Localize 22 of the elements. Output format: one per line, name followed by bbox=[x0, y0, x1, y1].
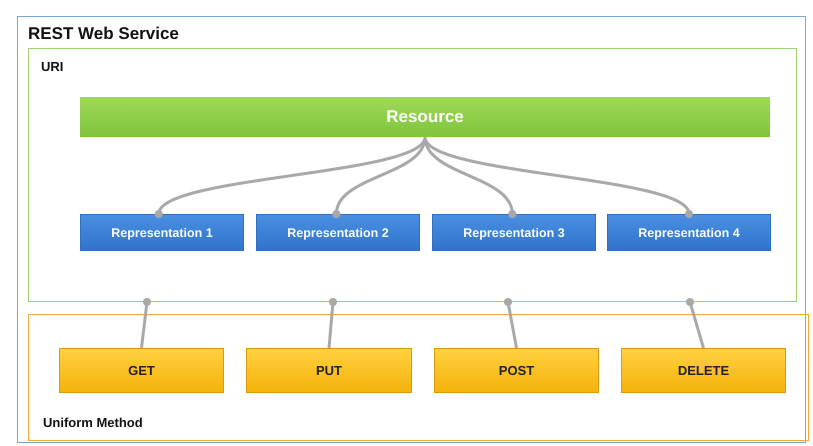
service-frame bbox=[17, 16, 806, 443]
frame-title: REST Web Service bbox=[28, 24, 179, 44]
representation-box: Representation 4 bbox=[607, 214, 771, 251]
connector-line bbox=[424, 136, 694, 218]
resource-bar: Resource bbox=[80, 97, 770, 137]
method-box: PUT bbox=[246, 348, 412, 393]
connector-line bbox=[686, 298, 705, 348]
uri-frame bbox=[28, 48, 797, 302]
method-frame bbox=[28, 314, 809, 441]
connector-line bbox=[504, 298, 518, 348]
frame-title: URI bbox=[41, 59, 64, 74]
method-box: DELETE bbox=[621, 348, 786, 393]
representation-box: Representation 3 bbox=[432, 214, 596, 251]
connector-line bbox=[328, 298, 338, 348]
connector-line bbox=[140, 298, 152, 348]
frame-title: Uniform Method bbox=[43, 415, 143, 430]
connector-line bbox=[154, 136, 426, 218]
method-box: POST bbox=[434, 348, 599, 393]
method-box: GET bbox=[59, 348, 224, 393]
representation-box: Representation 1 bbox=[80, 214, 244, 251]
connector-line bbox=[424, 136, 516, 218]
representation-box: Representation 2 bbox=[256, 214, 420, 251]
